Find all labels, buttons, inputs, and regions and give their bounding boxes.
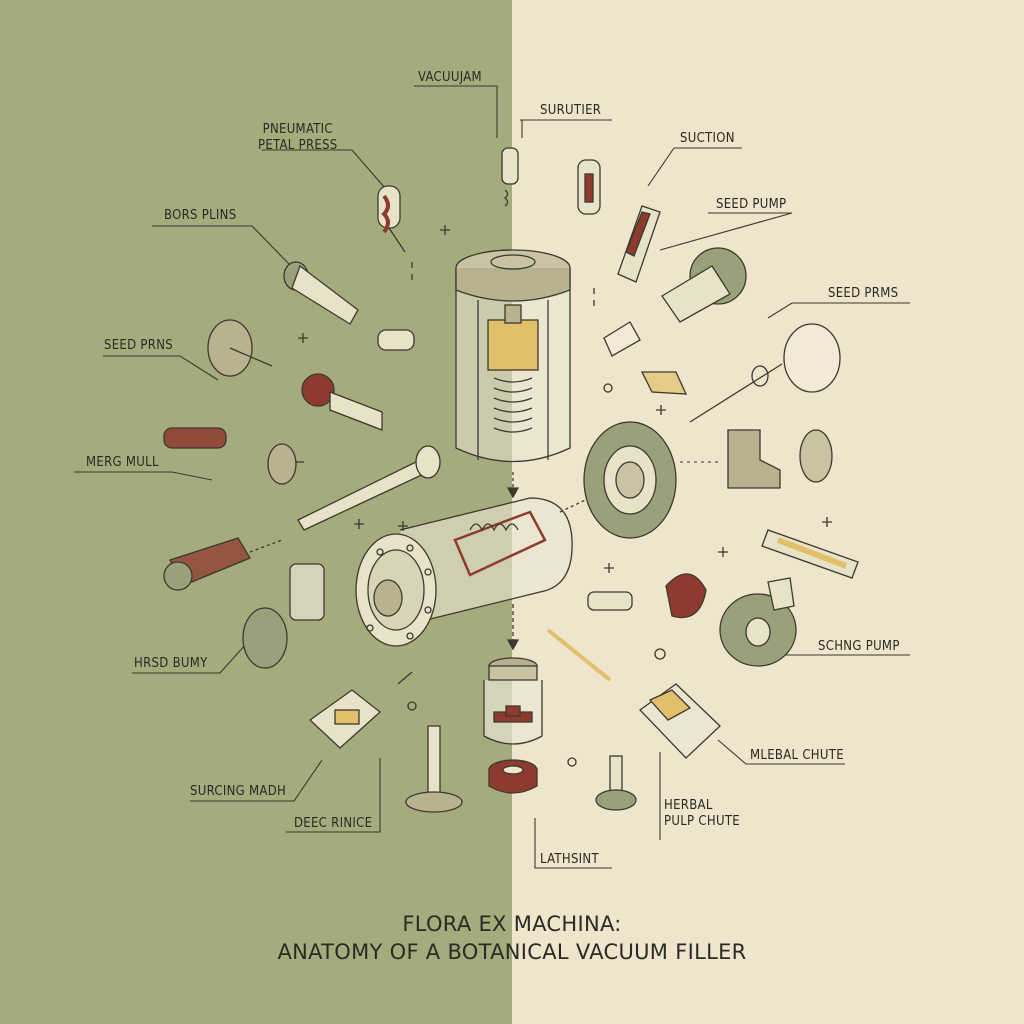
central-vacuum-chamber (455, 249, 571, 499)
scatter-marks (298, 225, 832, 767)
label-deec-rinice: DEEC RINICE (294, 816, 373, 831)
leader-lathsint (534, 818, 612, 869)
label-seed-pump: SEED PUMP (716, 197, 787, 212)
label-pneumatic-petal-press: PNEUMATIC PETAL PRESS (258, 122, 338, 154)
title-line-2: ANATOMY OF A BOTANICAL VACUUM FILLER (277, 940, 747, 964)
right-parts (546, 159, 859, 811)
horizontal-pump-cylinder (355, 491, 602, 647)
label-seed-prns-left: SEED PRNS (104, 338, 173, 353)
leader-lines (74, 85, 910, 869)
label-surcing-madh: SURCING MADH (190, 784, 287, 799)
leader-surcing-madh (190, 759, 323, 802)
leader-seed-prns-left (103, 355, 219, 381)
leader-seed-prms (767, 302, 910, 319)
leader-seed-pump (659, 212, 793, 251)
label-lathsint: LATHSINT (540, 852, 599, 867)
leader-mlebal-chute (717, 739, 845, 765)
label-pneumatic-line1: PNEUMATIC (262, 122, 333, 137)
leader-merg-mull (74, 471, 213, 481)
label-bors-plins: BORS PLINS (164, 208, 237, 223)
left-parts (163, 147, 519, 813)
label-vacuujam: VACUUJAM (418, 70, 482, 85)
label-merg-mull: MERG MULL (86, 455, 159, 470)
label-seed-prms: SEED PRMS (828, 286, 899, 301)
leader-bors-plins (152, 225, 291, 266)
label-herbal-pulp-chute: HERBAL PULP CHUTE (664, 798, 740, 830)
leader-deec-rinice (286, 758, 381, 833)
title-line-1: FLORA EX MACHINA: (402, 912, 622, 936)
leader-hrsd-bumy (132, 643, 247, 674)
leader-pneumatic (262, 149, 393, 197)
left-background-panel (0, 0, 512, 1024)
leader-suction-diag (647, 147, 675, 187)
label-surutier: SURUTIER (540, 103, 602, 118)
leader-vacuujam (414, 85, 498, 138)
label-schng-pump: SCHNG PUMP (818, 639, 900, 654)
label-pneumatic-line2: PETAL PRESS (258, 138, 338, 153)
label-mlebal-chute: MLEBAL CHUTE (750, 748, 844, 763)
label-herbal-line2: PULP CHUTE (664, 814, 740, 829)
label-suction: SUCTION (680, 131, 735, 146)
label-hrsd-bumy: HRSD BUMY (134, 656, 208, 671)
bottom-jar (483, 604, 543, 794)
label-herbal-line1: HERBAL (664, 798, 713, 813)
